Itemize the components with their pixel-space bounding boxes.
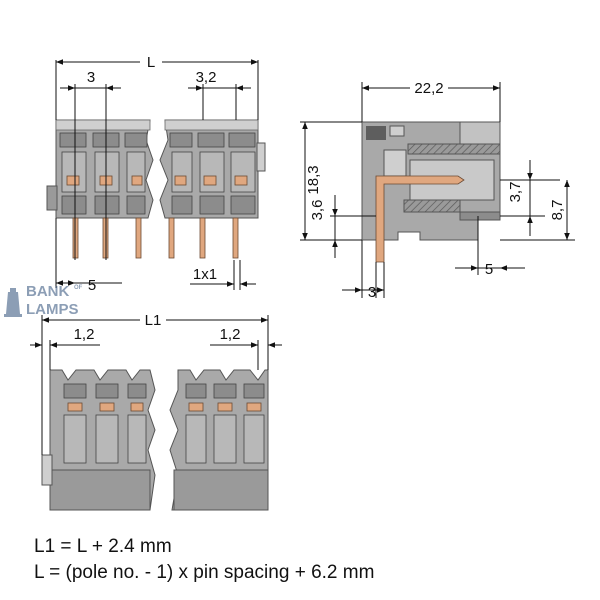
dim-offset-1-2-left: 1,2 (74, 326, 95, 343)
female-view: L1 1,2 1,2 (30, 310, 282, 511)
watermark-of: OF (74, 285, 83, 291)
front-view: L 3 3,2 5 1x1 (46, 52, 266, 294)
side-pin (375, 175, 465, 263)
dim-pitch-3-2: 3,2 (196, 69, 217, 86)
front-latch-left (46, 185, 58, 211)
dim-pitch-3: 3 (87, 69, 95, 86)
bank-of-lamps-watermark: BANK OF LAMPS (2, 280, 112, 320)
dim-L: L (147, 54, 155, 71)
female-contacts (67, 402, 262, 412)
dim-height-8-7: 8,7 (549, 200, 566, 221)
dim-pin-offset-5: 5 (88, 277, 96, 294)
dim-side-5: 5 (485, 261, 493, 278)
front-pins (72, 217, 239, 259)
dim-height-3-7: 3,7 (507, 182, 524, 203)
watermark-lamps: LAMPS (26, 301, 79, 318)
formula-l: L = (pole no. - 1) x pin spacing + 6.2 m… (34, 562, 375, 583)
female-cells (63, 383, 265, 464)
dim-depth-22-2: 22,2 (414, 80, 443, 97)
side-hatch-top (407, 143, 501, 155)
formula-l1: L1 = L + 2.4 mm (34, 536, 172, 557)
side-view: 22,2 18,3 3,6 3,7 8,7 5 3 (300, 78, 575, 301)
side-hatch-bottom (403, 199, 461, 213)
dim-pin-1x1: 1x1 (193, 266, 217, 283)
lighthouse-icon (4, 288, 22, 317)
front-cells-left (59, 132, 148, 215)
dim-L1: L1 (145, 312, 162, 329)
dim-height-18-3: 18,3 (305, 165, 322, 194)
dim-height-3-6: 3,6 (309, 200, 326, 221)
front-cells-right (169, 132, 256, 215)
watermark-bank: BANK (26, 283, 69, 300)
dim-offset-1-2-right: 1,2 (220, 326, 241, 343)
dim-side-3: 3 (368, 284, 376, 301)
front-latch-right (256, 142, 266, 172)
